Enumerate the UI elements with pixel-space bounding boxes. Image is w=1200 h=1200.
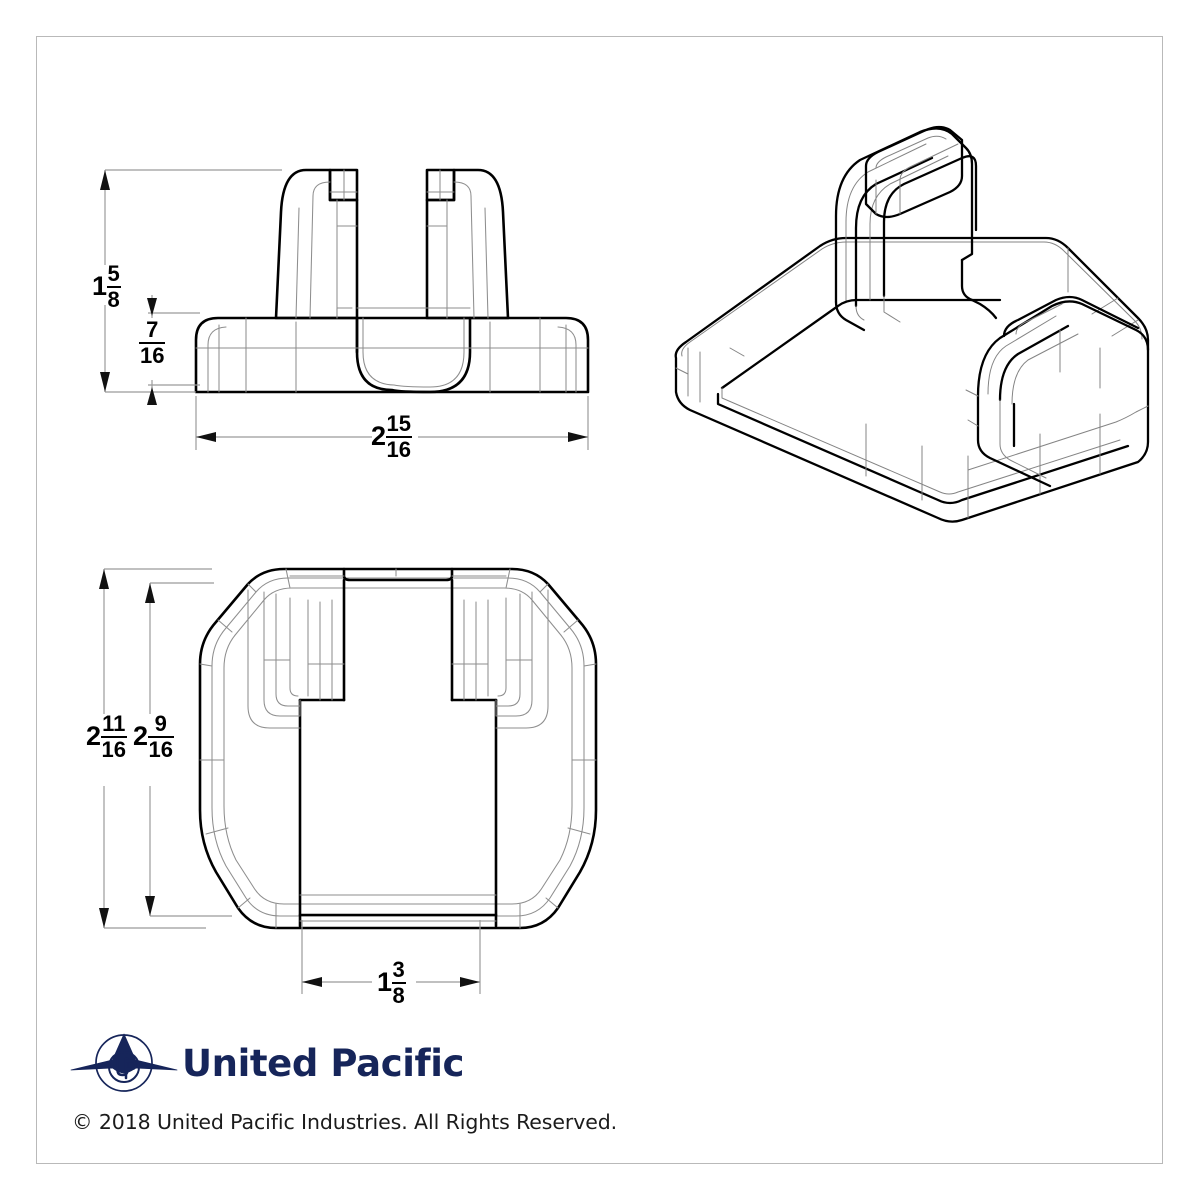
fraction-numerator: 3 xyxy=(392,957,405,982)
top-view-dimension-lines xyxy=(99,568,481,994)
isometric-geometry xyxy=(674,125,1150,523)
dimension-fraction: 11 16 xyxy=(100,711,128,763)
fraction-denominator: 16 xyxy=(139,342,166,369)
fraction-denominator: 16 xyxy=(147,736,175,763)
dimension-fraction: 15 16 xyxy=(385,411,413,463)
sheet-border xyxy=(36,36,1163,1164)
dimension-base-height: 7 16 xyxy=(139,317,166,369)
fraction-denominator: 16 xyxy=(100,736,128,763)
united-pacific-winged-circle-logo-icon xyxy=(70,1033,178,1092)
brand-logo: United Pacific xyxy=(70,1028,770,1098)
footer: United Pacific © 2018 United Pacific Ind… xyxy=(70,1028,770,1134)
fraction-numerator: 5 xyxy=(107,261,120,286)
dimension-whole: 2 xyxy=(371,421,386,452)
dimension-whole: 2 xyxy=(86,721,101,752)
fraction-numerator: 11 xyxy=(102,711,126,736)
dimension-inner-depth: 2 9 16 xyxy=(133,711,175,763)
dimension-overall-height: 1 5 8 xyxy=(92,262,121,311)
fraction-denominator: 8 xyxy=(391,982,406,1009)
fraction-numerator: 7 xyxy=(146,317,159,342)
fraction-denominator: 16 xyxy=(385,436,413,463)
dimension-whole: 1 xyxy=(92,271,107,302)
fraction-denominator: 8 xyxy=(106,286,121,313)
top-plan-geometry xyxy=(198,567,598,930)
dimension-fraction: 3 8 xyxy=(391,957,406,1009)
dimension-overall-depth: 2 11 16 xyxy=(86,711,128,763)
arrow-down xyxy=(100,372,110,392)
dimension-overall-width: 2 15 16 xyxy=(371,411,413,463)
copyright-notice: © 2018 United Pacific Industries. All Ri… xyxy=(72,1110,618,1134)
dimension-whole: 1 xyxy=(377,967,392,998)
dimension-whole: 2 xyxy=(133,721,148,752)
dimension-fraction: 9 16 xyxy=(147,711,175,763)
arrow-up xyxy=(100,170,110,190)
dimension-fraction: 5 8 xyxy=(106,261,121,313)
brand-name: United Pacific xyxy=(182,1041,465,1085)
dimension-channel-width: 1 3 8 xyxy=(377,958,406,1007)
dimension-fraction: 7 16 xyxy=(139,317,166,369)
front-view-dimension-lines xyxy=(100,169,589,450)
front-elevation-geometry xyxy=(194,168,590,394)
fraction-numerator: 9 xyxy=(154,711,167,736)
fraction-numerator: 15 xyxy=(386,411,412,436)
